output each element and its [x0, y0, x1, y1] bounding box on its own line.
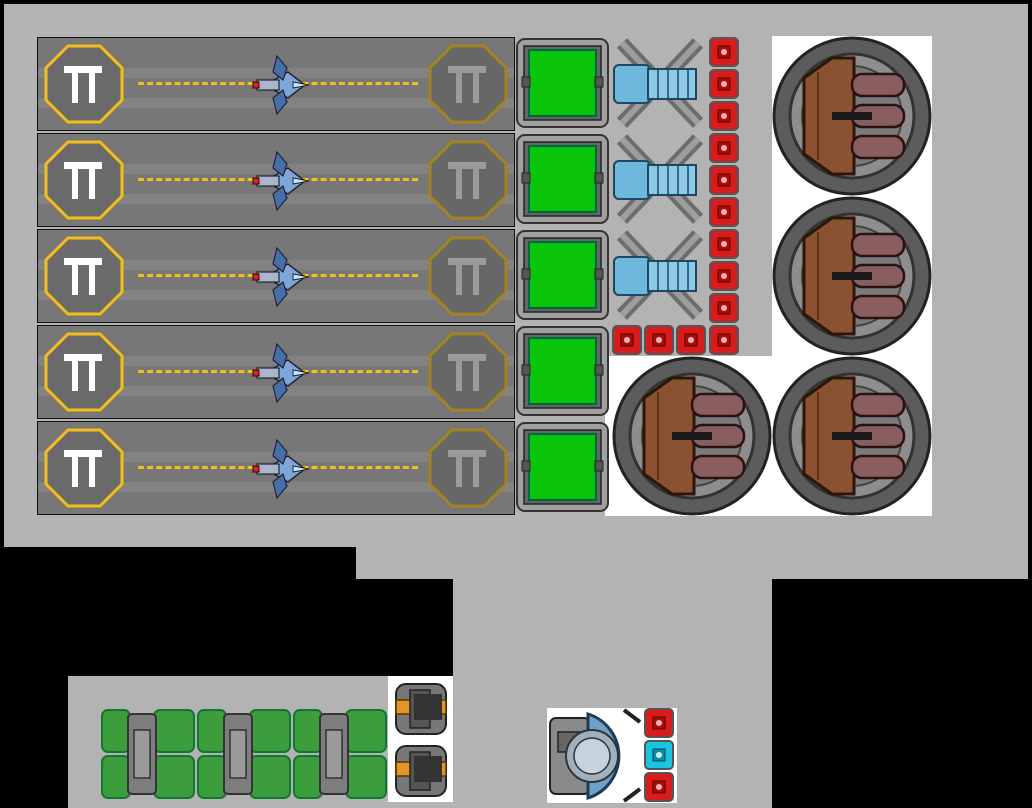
landing-pad-icon	[428, 236, 508, 316]
cargo-container-icon[interactable]	[515, 133, 610, 225]
landing-pad-icon	[428, 332, 508, 412]
power-cell-icon[interactable]	[709, 325, 739, 355]
power-cell-icon[interactable]	[709, 101, 739, 131]
power-cell-icon[interactable]	[676, 325, 706, 355]
thruster-icon[interactable]	[612, 229, 708, 321]
gear-module-icon[interactable]	[390, 680, 452, 738]
power-cell-icon[interactable]	[644, 325, 674, 355]
reactor-core-icon[interactable]	[548, 708, 644, 803]
landing-pad-icon	[428, 44, 508, 124]
gear-module-icon[interactable]	[390, 742, 452, 800]
fuel-tank-icon[interactable]	[100, 708, 196, 800]
fighter-ship-icon[interactable]	[243, 148, 313, 214]
turret-icon[interactable]	[772, 356, 932, 516]
landing-pad-icon	[428, 428, 508, 508]
landing-pad-icon	[428, 140, 508, 220]
hangar-bay-5[interactable]	[37, 421, 515, 515]
power-cell-icon[interactable]	[709, 229, 739, 259]
launch-pad-icon	[44, 428, 124, 508]
power-cell-icon[interactable]	[612, 325, 642, 355]
turret-icon[interactable]	[772, 196, 932, 356]
power-cell-icon[interactable]	[644, 708, 674, 738]
turret-icon[interactable]	[772, 36, 932, 196]
cyan-power-cell-icon[interactable]	[644, 740, 674, 770]
launch-pad-icon	[44, 332, 124, 412]
cargo-container-icon[interactable]	[515, 229, 610, 321]
power-cell-icon[interactable]	[709, 261, 739, 291]
power-cell-icon[interactable]	[709, 133, 739, 163]
turret-icon[interactable]	[612, 356, 772, 516]
power-cell-icon[interactable]	[709, 69, 739, 99]
fighter-ship-icon[interactable]	[243, 436, 313, 502]
hangar-bay-4[interactable]	[37, 325, 515, 419]
launch-pad-icon	[44, 140, 124, 220]
cargo-container-icon[interactable]	[515, 421, 610, 513]
launch-pad-icon	[44, 44, 124, 124]
thruster-icon[interactable]	[612, 133, 708, 225]
fuel-tank-icon[interactable]	[292, 708, 388, 800]
fighter-ship-icon[interactable]	[243, 340, 313, 406]
fuel-tank-icon[interactable]	[196, 708, 292, 800]
launch-pad-icon	[44, 236, 124, 316]
cargo-container-icon[interactable]	[515, 325, 610, 417]
power-cell-icon[interactable]	[709, 293, 739, 323]
hangar-bay-2[interactable]	[37, 133, 515, 227]
fighter-ship-icon[interactable]	[243, 244, 313, 310]
thruster-icon[interactable]	[612, 37, 708, 129]
power-cell-icon[interactable]	[709, 37, 739, 67]
fighter-ship-icon[interactable]	[243, 52, 313, 118]
cargo-container-icon[interactable]	[515, 37, 610, 129]
power-cell-icon[interactable]	[709, 197, 739, 227]
upper-deck-extension	[356, 547, 1028, 579]
hangar-bay-3[interactable]	[37, 229, 515, 323]
power-cell-icon[interactable]	[709, 165, 739, 195]
power-cell-icon[interactable]	[644, 772, 674, 802]
hangar-bay-1[interactable]	[37, 37, 515, 131]
